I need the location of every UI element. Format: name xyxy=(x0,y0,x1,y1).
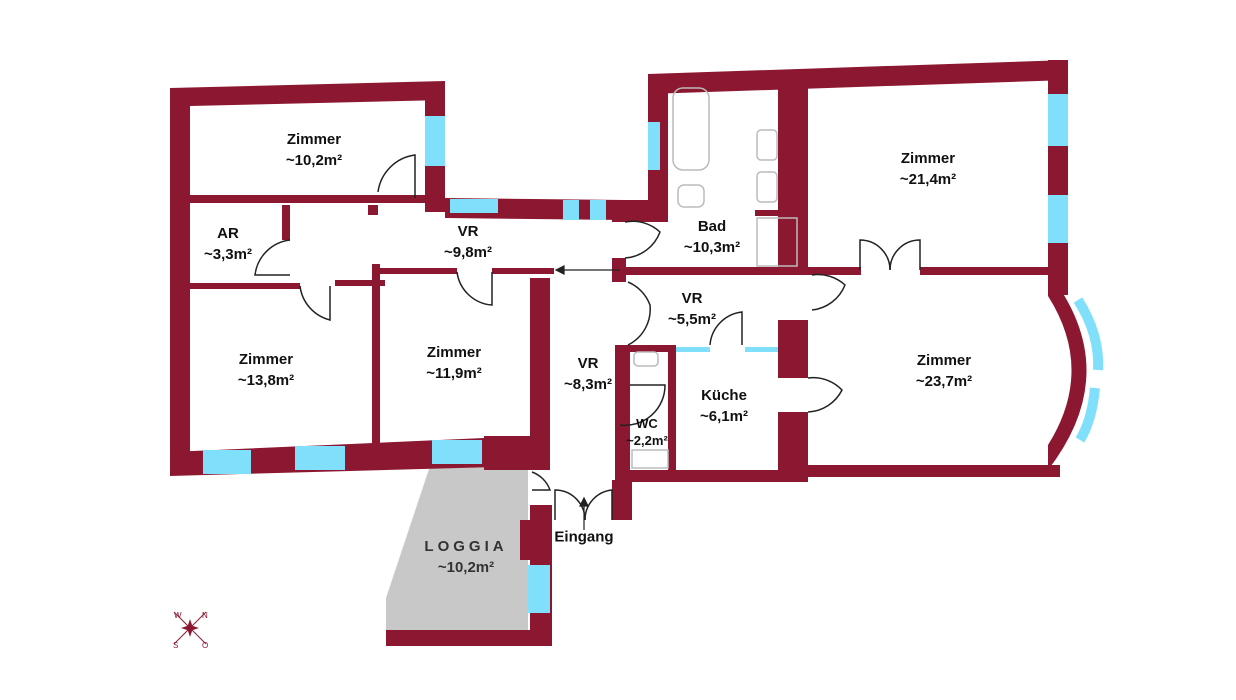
compass-o: O xyxy=(202,641,208,650)
room-area: ~2,2m² xyxy=(626,433,668,448)
room-name: Zimmer xyxy=(426,344,482,361)
loggia-area xyxy=(386,466,528,632)
room-vr-9-8: VR ~9,8m² xyxy=(444,221,492,263)
room-area: ~11,9m² xyxy=(426,365,482,382)
room-wc: WC ~2,2m² xyxy=(626,415,668,449)
compass-n: N xyxy=(202,611,208,620)
bay-window xyxy=(1048,272,1104,470)
room-area: ~5,5m² xyxy=(668,311,716,328)
room-vr-8-3: VR ~8,3m² xyxy=(564,353,612,395)
room-name: WC xyxy=(636,416,658,431)
room-area: ~3,3m² xyxy=(204,246,252,263)
room-area: ~21,4m² xyxy=(899,171,957,188)
room-zimmer-21-4: Zimmer ~21,4m² xyxy=(900,148,956,190)
compass-w: W xyxy=(174,611,182,620)
room-name: VR xyxy=(457,223,479,240)
doors xyxy=(254,154,921,521)
room-area: ~8,3m² xyxy=(564,376,612,393)
room-area: ~6,1m² xyxy=(700,408,748,425)
room-area: ~10,2m² xyxy=(437,559,495,576)
room-area: ~23,7m² xyxy=(915,373,973,390)
fixtures xyxy=(631,87,798,469)
room-ar: AR ~3,3m² xyxy=(204,223,252,265)
room-zimmer-11-9: Zimmer ~11,9m² xyxy=(426,342,481,384)
room-name: AR xyxy=(217,225,239,242)
room-name: Küche xyxy=(701,387,747,404)
room-bad: Bad ~10,3m² xyxy=(684,216,740,258)
room-kueche: Küche ~6,1m² xyxy=(700,385,748,427)
room-loggia: LOGGIA ~10,2m² xyxy=(424,536,507,578)
windows xyxy=(203,94,1068,613)
room-name: LOGGIA xyxy=(424,538,508,555)
compass-icon: W N S O xyxy=(173,611,208,650)
room-area: ~10,2m² xyxy=(285,152,343,169)
room-zimmer-10-2: Zimmer ~10,2m² xyxy=(286,129,342,171)
room-area: ~10,3m² xyxy=(683,239,741,256)
room-area: ~9,8m² xyxy=(444,244,492,261)
room-name: Zimmer xyxy=(900,150,956,167)
room-name: Zimmer xyxy=(286,131,342,148)
room-name: VR xyxy=(577,355,599,372)
room-name: Zimmer xyxy=(238,351,294,368)
room-area: ~13,8m² xyxy=(237,372,295,389)
room-zimmer-23-7: Zimmer ~23,7m² xyxy=(916,350,972,392)
entrance-label: Eingang xyxy=(554,528,614,546)
room-name: Zimmer xyxy=(916,352,972,369)
compass-s: S xyxy=(173,641,178,650)
room-name: VR xyxy=(681,290,703,307)
entrance-arrows xyxy=(554,265,620,530)
room-name: Bad xyxy=(697,218,727,235)
room-vr-5-5: VR ~5,5m² xyxy=(668,288,716,330)
room-zimmer-13-8: Zimmer ~13,8m² xyxy=(238,349,294,391)
